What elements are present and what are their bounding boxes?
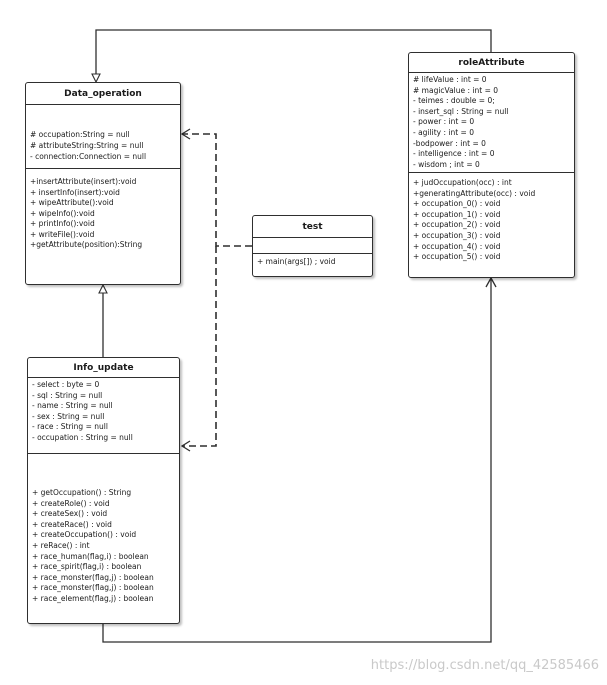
method: + wipeAttribute():void — [30, 198, 114, 207]
generalization-arrowhead — [98, 283, 108, 294]
attributes-section: - select : byte = 0 - sql : String = nul… — [28, 378, 179, 454]
method: + race_element(flag,j) : boolean — [32, 593, 154, 603]
method: + insertInfo(insert):void — [30, 187, 120, 197]
method: + occupation_5() : void — [413, 252, 501, 262]
attribute: # magicValue : int = 0 — [413, 85, 499, 95]
class-info-update[interactable]: Info_update - select : byte = 0 - sql : … — [27, 357, 180, 624]
method: + createSex() : void — [32, 509, 108, 519]
attribute: - race : String = null — [32, 422, 108, 432]
class-title: test — [253, 216, 372, 238]
method: + race_human(flag,i) : boolean — [32, 551, 149, 561]
method: +insertAttribute(insert):void — [30, 177, 137, 186]
attribute: # lifeValue : int = 0 — [413, 75, 487, 84]
class-role-attribute[interactable]: roleAttribute # lifeValue : int = 0 # ma… — [408, 52, 575, 278]
attribute: - sql : String = null — [32, 390, 103, 400]
attributes-section: # lifeValue : int = 0 # magicValue : int… — [409, 73, 574, 173]
roleattribute-to-dataoperation-line — [95, 29, 492, 80]
method: + occupation_4() : void — [413, 241, 501, 251]
association-arrowhead — [485, 276, 497, 288]
attribute: - power : int = 0 — [413, 117, 475, 127]
attribute: - occupation : String = null — [32, 432, 133, 442]
attribute: - name : String = null — [32, 401, 113, 411]
class-title: Data_operation — [26, 83, 180, 105]
method: +generatingAttribute(occ) : void — [413, 188, 536, 198]
attribute: - select : byte = 0 — [32, 380, 100, 389]
attribute: # occupation:String = null — [30, 130, 130, 139]
method: + main(args[]) ; void — [257, 257, 336, 266]
generalization-arrowhead — [91, 73, 101, 84]
attribute: - connection:Connection = null — [30, 152, 147, 161]
dependency-arrowhead — [180, 440, 191, 452]
attribute: - wisdom ; int = 0 — [413, 159, 480, 169]
method: + printInfo():void — [30, 219, 95, 228]
method: + occupation_3() : void — [413, 230, 501, 240]
method: + race_spirit(flag,i) : boolean — [32, 562, 142, 572]
class-title: Info_update — [28, 358, 179, 378]
class-test[interactable]: test + main(args[]) ; void — [252, 215, 373, 277]
method: + occupation_0() : void — [413, 199, 501, 209]
class-title: roleAttribute — [409, 53, 574, 73]
infoupdate-to-roleattribute-line — [102, 278, 492, 643]
watermark: https://blog.csdn.net/qq_42585466 — [370, 658, 599, 673]
method: + createRole() : void — [32, 498, 110, 508]
test-dependency-line — [182, 133, 252, 247]
test-dependency-line — [182, 246, 217, 447]
method: + race_monster(flag,j) : boolean — [32, 572, 154, 582]
class-data-operation[interactable]: Data_operation # occupation:String = nul… — [25, 82, 181, 285]
method: + race_monster(flag,j) : boolean — [32, 583, 154, 593]
attributes-section — [253, 238, 372, 254]
method: + occupation_1() : void — [413, 209, 501, 219]
attribute: - insert_sql : String = null — [413, 106, 509, 116]
method: + writeFile():void — [30, 229, 95, 239]
method: + occupation_2() : void — [413, 220, 501, 230]
methods-section: + main(args[]) ; void — [253, 254, 372, 268]
dependency-arrowhead — [180, 128, 191, 140]
method: + wipeInfo():void — [30, 208, 95, 218]
methods-section: + getOccupation() : String + createRole(… — [28, 454, 179, 605]
attribute: # attributeString:String = null — [30, 141, 144, 150]
attribute: - sex : String = null — [32, 411, 105, 421]
attribute: - teimes : double = 0; — [413, 96, 495, 106]
attributes-section: # occupation:String = null # attributeSt… — [26, 105, 180, 169]
attribute: -bodpower : int = 0 — [413, 138, 486, 148]
methods-section: + judOccupation(occ) : int +generatingAt… — [409, 173, 574, 263]
method: + createRace() : void — [32, 519, 112, 529]
method: + createOccupation() : void — [32, 530, 137, 540]
attribute: - intelligence : int = 0 — [413, 149, 495, 159]
methods-section: +insertAttribute(insert):void + insertIn… — [26, 169, 180, 251]
method: +getAttribute(position):String — [30, 240, 143, 249]
method: + judOccupation(occ) : int — [413, 178, 512, 187]
method: + getOccupation() : String — [32, 488, 132, 497]
method: + reRace() : int — [32, 540, 90, 550]
attribute: - agility : int = 0 — [413, 127, 474, 137]
